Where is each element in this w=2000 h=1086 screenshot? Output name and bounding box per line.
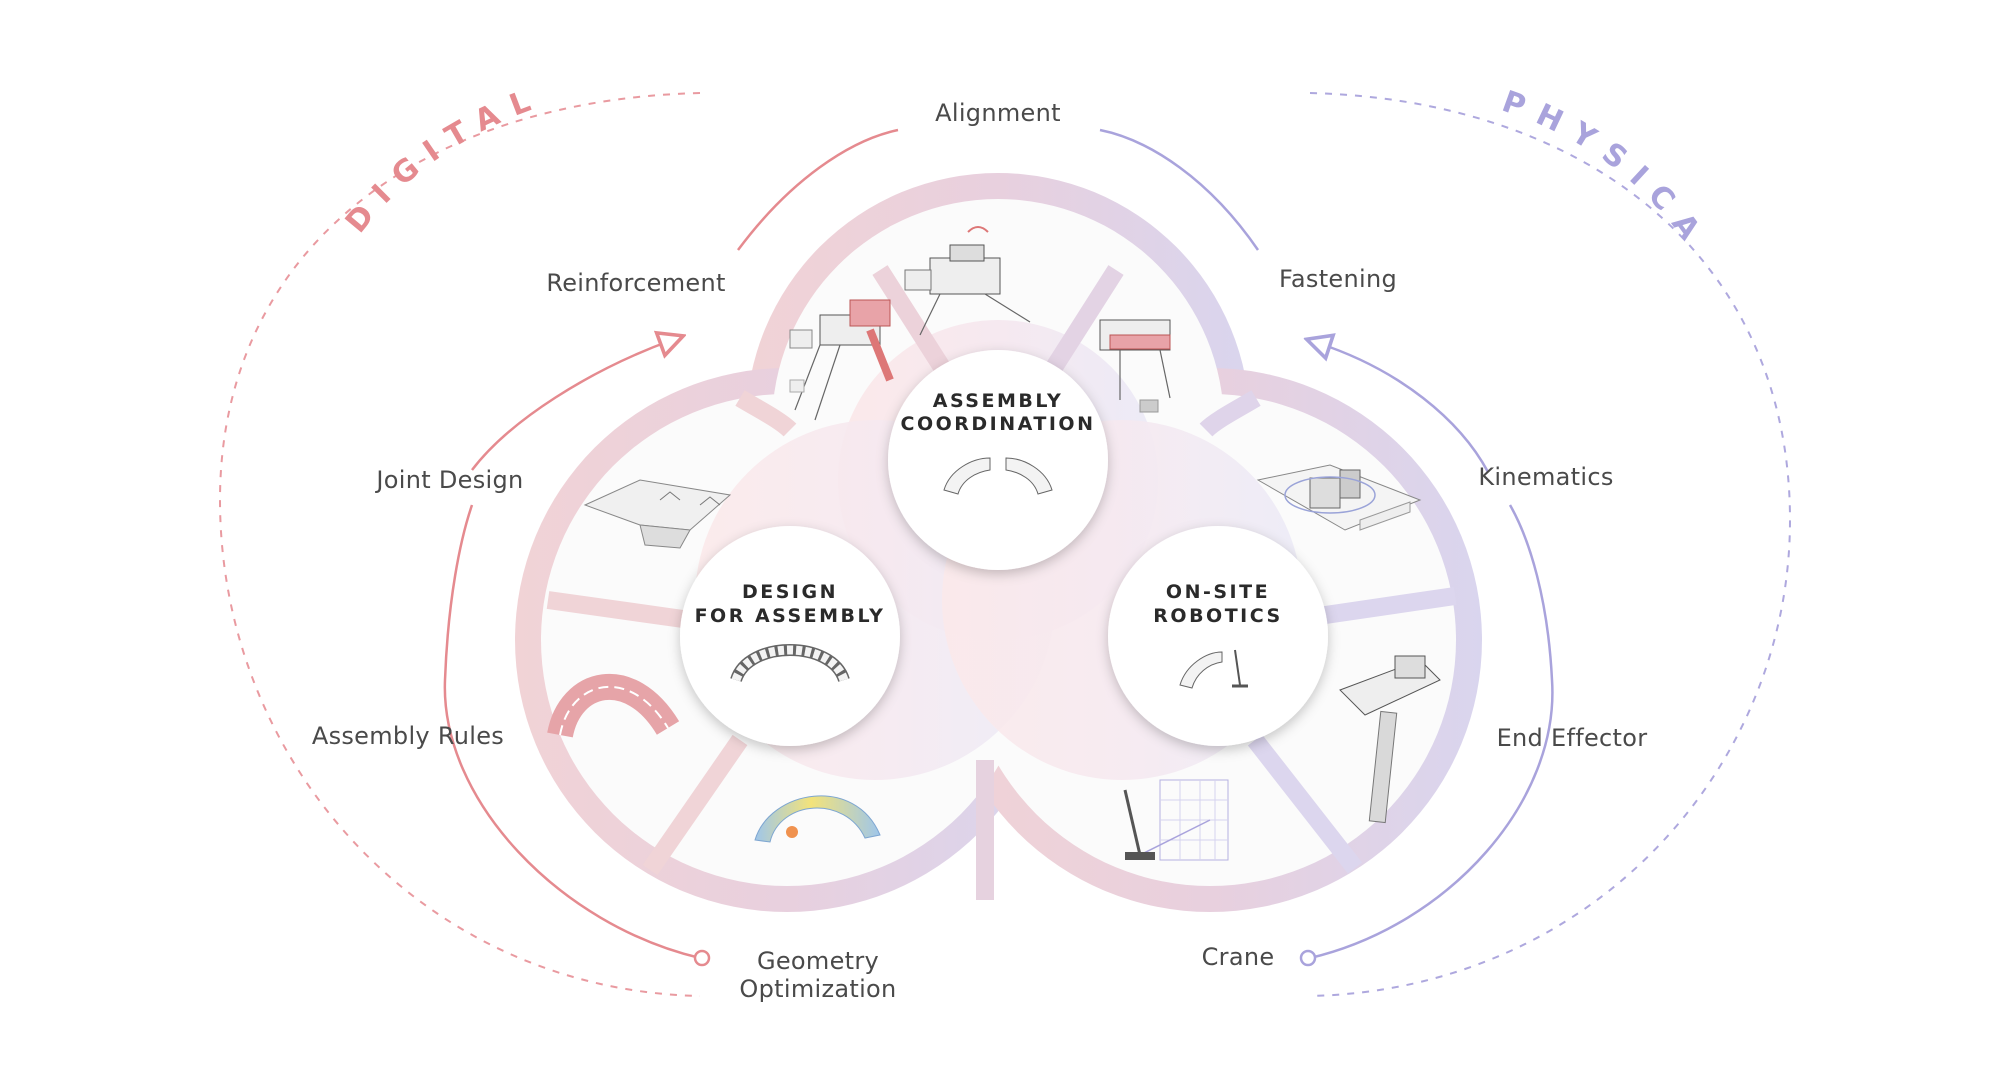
hub-left-line2: FOR ASSEMBLY xyxy=(695,605,886,627)
tile-fastening-illustration xyxy=(1099,319,1171,413)
physical-start-node xyxy=(1299,949,1317,967)
tile-alignment-illustration xyxy=(904,226,1031,336)
tile-crane-illustration xyxy=(1123,779,1229,861)
label-geometry-line1: Geometry xyxy=(757,947,879,975)
label-reinforcement: Reinforcement xyxy=(546,269,725,297)
physical-process-arc-upper xyxy=(1318,343,1490,473)
digital-start-node xyxy=(693,949,711,967)
label-geometry-line2: Optimization xyxy=(739,975,896,1003)
label-joint-design: Joint Design xyxy=(374,466,523,494)
tile-joint-design-illustration xyxy=(583,479,732,549)
hub-on-site-robotics xyxy=(1108,526,1328,746)
hub-left-line1: DESIGN xyxy=(742,581,838,603)
physical-dashed-arc xyxy=(1309,92,1792,997)
label-end-effector: End Effector xyxy=(1497,724,1648,752)
label-crane: Crane xyxy=(1202,943,1275,971)
tile-assembly-rules-illustration xyxy=(547,673,680,739)
hub-right-line1: ON-SITE xyxy=(1166,581,1270,603)
hub-right-crane-icon xyxy=(1179,649,1248,689)
label-fastening: Fastening xyxy=(1279,265,1397,293)
physical-top-arc xyxy=(1099,128,1260,251)
hub-center-icon xyxy=(943,457,1053,495)
tile-end-effector-illustration xyxy=(1339,655,1441,824)
label-alignment: Alignment xyxy=(935,99,1061,127)
label-assembly-rules: Assembly Rules xyxy=(312,722,504,750)
tile-kinematics-illustration xyxy=(1256,464,1422,531)
digital-top-arc xyxy=(736,128,899,251)
tile-geometry-optimization-illustration xyxy=(754,795,881,843)
label-kinematics: Kinematics xyxy=(1478,463,1613,491)
digital-process-arc-lower xyxy=(443,504,701,960)
digital-dashed-arc xyxy=(218,92,701,997)
hub-assembly-coordination xyxy=(888,350,1108,570)
hub-design-for-assembly xyxy=(680,526,900,746)
hub-left-arch-icon xyxy=(730,644,850,683)
hub-center-line2: COORDINATION xyxy=(901,413,1096,435)
hub-right-line2: ROBOTICS xyxy=(1153,605,1282,627)
physical-process-arc-lower xyxy=(1309,504,1554,960)
hub-center-line1: ASSEMBLY xyxy=(933,390,1064,412)
domain-digital: DIGITAL xyxy=(339,79,549,240)
digital-process-arc-upper xyxy=(471,340,672,471)
spokes xyxy=(546,265,1457,900)
tile-reinforcement-illustration xyxy=(789,299,894,421)
